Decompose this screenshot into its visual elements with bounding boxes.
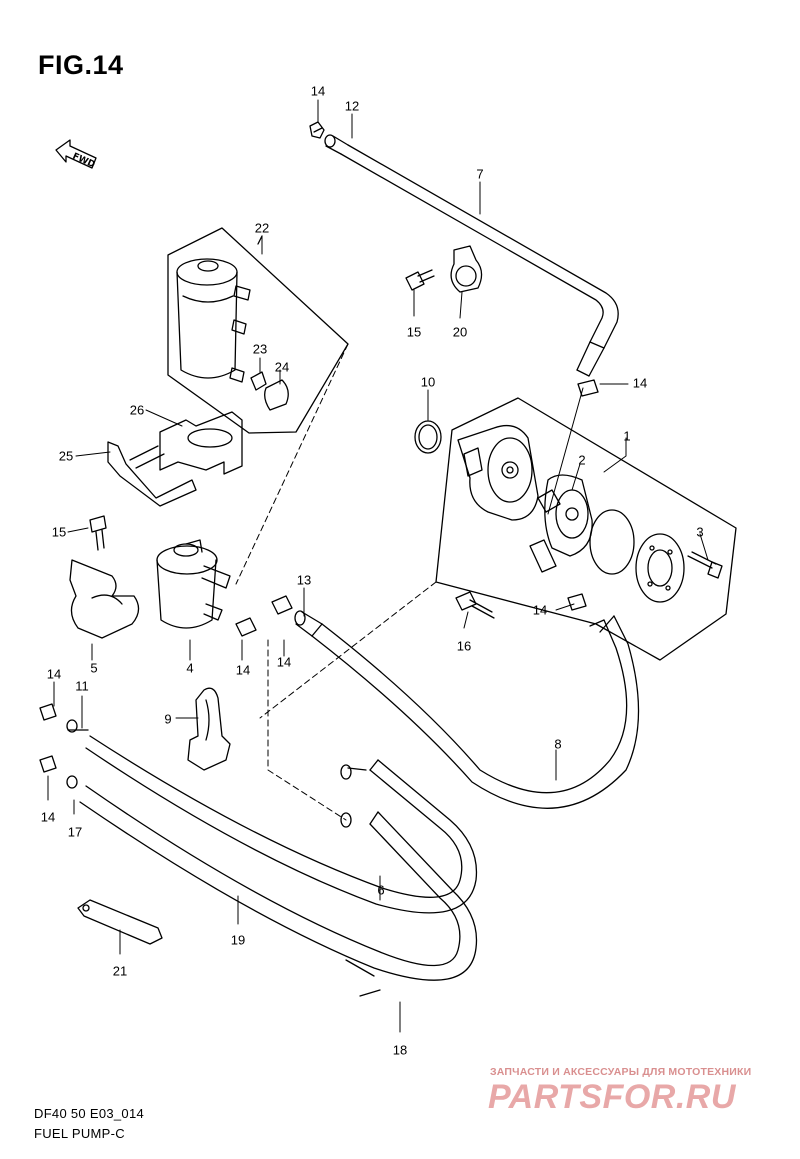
callout-12: 12	[344, 98, 360, 114]
section-name: FUEL PUMP-C	[34, 1126, 125, 1141]
callout-13: 13	[296, 572, 312, 588]
callout-19: 19	[230, 932, 246, 948]
bracket-25-26	[107, 411, 243, 507]
bracket-5	[69, 559, 140, 639]
strap-21	[77, 899, 163, 945]
watermark-logo: PARTSFOR.RU	[488, 1078, 736, 1116]
callout-24: 24	[274, 359, 290, 375]
callout-4: 4	[186, 660, 194, 676]
clip-14-left-upper	[39, 703, 57, 721]
callout-17: 17	[67, 824, 83, 840]
clip-9	[187, 687, 231, 771]
clip-14-mid	[577, 379, 599, 397]
callout-14: 14	[532, 602, 548, 618]
callout-25: 25	[58, 448, 74, 464]
bolt-15-top	[405, 269, 435, 291]
callout-14: 14	[40, 809, 56, 825]
callout-6: 6	[377, 882, 385, 898]
callout-3: 3	[696, 524, 704, 540]
filter-box-22	[167, 227, 349, 434]
clip-14-top	[309, 121, 325, 139]
callout-14: 14	[235, 662, 251, 678]
callout-14: 14	[46, 666, 62, 682]
callout-15: 15	[406, 324, 422, 340]
callout-10: 10	[420, 374, 436, 390]
hose-7	[324, 134, 619, 377]
watermark-subtitle: ЗАПЧАСТИ И АКСЕССУАРЫ ДЛЯ МОТОТЕХНИКИ	[490, 1066, 752, 1078]
oring-10	[414, 420, 442, 454]
hose-6	[66, 719, 478, 914]
fwd-arrow-icon	[55, 139, 97, 169]
callout-16: 16	[456, 638, 472, 654]
leader-lines	[235, 343, 437, 821]
hose-19	[66, 775, 478, 981]
bolt-16	[455, 591, 495, 619]
callout-14: 14	[276, 654, 292, 670]
clip-14-filter-left	[235, 617, 257, 637]
clip-14-filter-right	[271, 595, 293, 615]
callout-15: 15	[51, 524, 67, 540]
fuel-filter-4	[156, 539, 231, 629]
hose-18-segment	[345, 959, 381, 997]
callout-18: 18	[392, 1042, 408, 1058]
callout-20: 20	[452, 324, 468, 340]
pump-assembly-1	[435, 387, 737, 661]
callout-5: 5	[90, 660, 98, 676]
callout-22: 22	[254, 220, 270, 236]
callout-21: 21	[112, 963, 128, 979]
clamp-20	[450, 245, 483, 293]
clip-14-right	[567, 593, 587, 611]
callout-leaders	[47, 99, 709, 1033]
callout-2: 2	[578, 452, 586, 468]
callout-7: 7	[476, 166, 484, 182]
model-code: DF40 50 E03_014	[34, 1106, 145, 1121]
callout-11: 11	[75, 678, 89, 694]
callout-9: 9	[164, 711, 172, 727]
callout-14: 14	[632, 375, 648, 391]
callout-14: 14	[310, 83, 326, 99]
figure-title: FIG.14	[38, 50, 124, 80]
callout-1: 1	[623, 428, 631, 444]
clip-14-left-lower	[39, 755, 57, 773]
callout-23: 23	[252, 341, 268, 357]
callout-26: 26	[129, 402, 145, 418]
hose-8	[294, 610, 640, 809]
callout-8: 8	[554, 736, 562, 752]
fwd-label: FWD	[71, 152, 97, 171]
bolt-15-left	[89, 515, 107, 551]
